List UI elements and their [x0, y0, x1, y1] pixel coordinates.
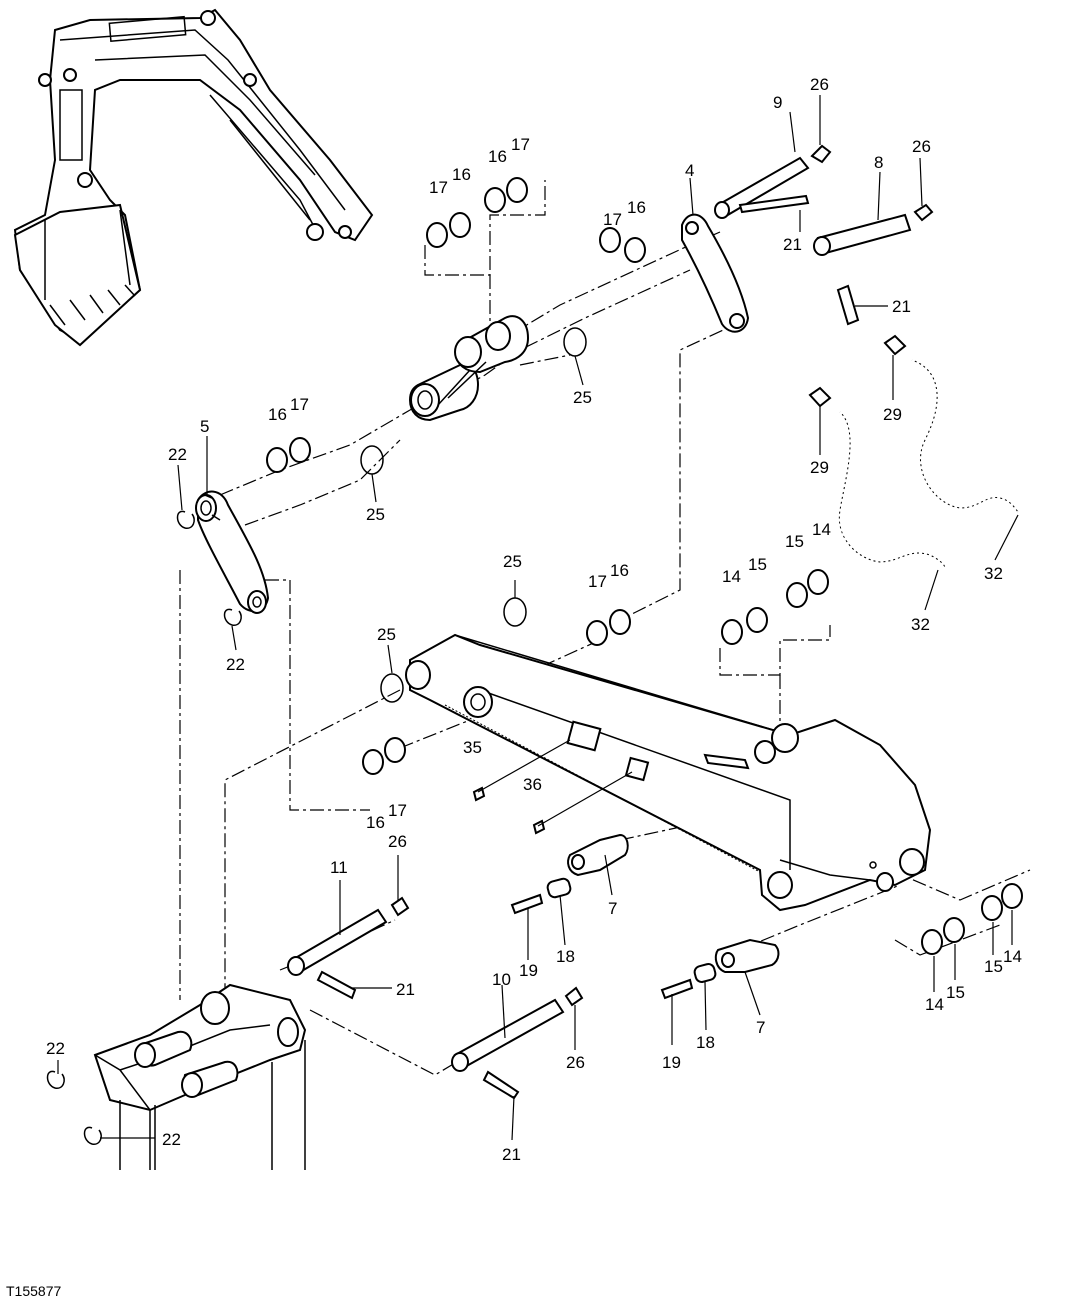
callout-17: 17: [429, 178, 448, 197]
callout-16: 16: [610, 561, 629, 580]
callout-labels: 4 5 7 7 8 9 10 11 14 14 14 14 15 15 15 1…: [6, 75, 1022, 1299]
callout-10: 10: [492, 970, 511, 989]
boom-end: [93, 983, 307, 1170]
callout-17: 17: [588, 572, 607, 591]
callout-16: 16: [452, 165, 471, 184]
callout-22: 22: [162, 1130, 181, 1149]
callout-32: 32: [984, 564, 1003, 583]
callout-26: 26: [566, 1053, 585, 1072]
hose-part-32: [836, 357, 1021, 569]
callout-14: 14: [812, 520, 831, 539]
small-parts-35-36: [472, 786, 546, 835]
callout-5: 5: [200, 417, 209, 436]
callout-17: 17: [290, 395, 309, 414]
pin-part-9: [714, 144, 832, 219]
pin-part-8: [813, 203, 934, 326]
callout-15: 15: [748, 555, 767, 574]
callout-16: 16: [488, 147, 507, 166]
callout-25: 25: [366, 505, 385, 524]
figure-id: T155877: [6, 1283, 61, 1299]
callout-21: 21: [783, 235, 802, 254]
callout-18: 18: [556, 947, 575, 966]
callout-14: 14: [925, 995, 944, 1014]
upper-link-part-4: [681, 213, 750, 333]
arm-link-part-5: [195, 490, 270, 614]
bolt-parts-19-18: [510, 877, 717, 1000]
callout-16: 16: [627, 198, 646, 217]
callout-8: 8: [874, 153, 883, 172]
pin-part-10: [451, 986, 584, 1100]
callout-29: 29: [883, 405, 902, 424]
callout-22: 22: [46, 1039, 65, 1058]
callout-22: 22: [226, 655, 245, 674]
pin-part-7-upper: [567, 833, 629, 877]
callout-25: 25: [377, 625, 396, 644]
pin-part-11: [287, 896, 410, 1000]
callout-15: 15: [785, 532, 804, 551]
callout-9: 9: [773, 93, 782, 112]
callout-17: 17: [388, 801, 407, 820]
callout-25: 25: [503, 552, 522, 571]
callout-17: 17: [603, 210, 622, 229]
callout-14: 14: [722, 567, 741, 586]
snap-rings-part-22: [46, 510, 242, 1145]
callout-21: 21: [396, 980, 415, 999]
callout-26: 26: [912, 137, 931, 156]
callout-16: 16: [268, 405, 287, 424]
callout-15: 15: [946, 983, 965, 1002]
callout-4: 4: [685, 161, 694, 180]
pivot-bushing-assembly: [408, 315, 530, 422]
callout-25: 25: [573, 388, 592, 407]
callout-21: 21: [892, 297, 911, 316]
callout-16: 16: [366, 813, 385, 832]
pin-part-7-lower: [714, 938, 780, 973]
callout-14: 14: [1003, 947, 1022, 966]
washers: [266, 177, 1023, 955]
arm-body: [405, 633, 932, 912]
callout-19: 19: [662, 1053, 681, 1072]
callout-7: 7: [756, 1018, 765, 1037]
callout-26: 26: [810, 75, 829, 94]
callout-32: 32: [911, 615, 930, 634]
callout-21: 21: [502, 1145, 521, 1164]
callout-29: 29: [810, 458, 829, 477]
callout-26: 26: [388, 832, 407, 851]
callout-22: 22: [168, 445, 187, 464]
callout-36: 36: [523, 775, 542, 794]
fitting-part-29: [808, 334, 907, 408]
leader-lines: [57, 95, 1019, 1141]
callout-15: 15: [984, 957, 1003, 976]
callout-11: 11: [330, 858, 348, 877]
callout-18: 18: [696, 1033, 715, 1052]
callout-19: 19: [519, 961, 538, 980]
callout-35: 35: [463, 738, 482, 757]
excavator-overview-inset: [13, 8, 374, 347]
callout-7: 7: [608, 899, 617, 918]
callout-17: 17: [511, 135, 530, 154]
